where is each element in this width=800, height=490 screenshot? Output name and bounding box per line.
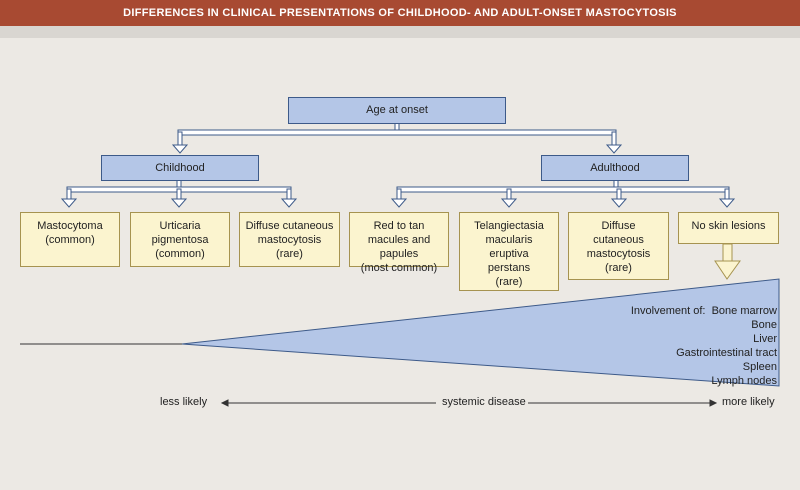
adulthood-node: Adulthood [541, 155, 689, 181]
connector-root [172, 122, 622, 154]
axis-arrows [220, 399, 718, 407]
involvement-list: Involvement of: Bone marrow Bone Liver G… [557, 304, 777, 388]
childhood-item-urticaria: Urticaria pigmentosa (common) [130, 212, 230, 267]
adulthood-item-red-tan: Red to tan macules and papules (most com… [349, 212, 449, 274]
systemic-wedge [181, 278, 780, 387]
axis-center-label: systemic disease [442, 396, 526, 408]
root-node: Age at onset [288, 97, 506, 124]
organ-liver: Liver [753, 333, 777, 345]
organ-gi-tract: Gastrointestinal tract [676, 347, 777, 359]
axis-right-label: more likely [722, 396, 775, 408]
connector-childhood [61, 179, 297, 208]
adulthood-item-telangiectasia: Telangiectasia macularis eruptiva persta… [459, 212, 559, 291]
organ-bone: Bone [751, 319, 777, 331]
childhood-item-mastocytoma: Mastocytoma (common) [20, 212, 120, 267]
adulthood-item-diffuse: Diffuse cutaneous mastocytosis (rare) [568, 212, 669, 280]
involvement-row-1: Involvement of: Bone marrow [557, 304, 777, 318]
organ-spleen: Spleen [742, 361, 777, 373]
organ-lymph-nodes: Lymph nodes [711, 375, 777, 387]
axis-left-label: less likely [160, 396, 208, 408]
title-underline [0, 26, 800, 38]
adulthood-item-no-lesions: No skin lesions [678, 212, 779, 244]
connector-adulthood [391, 179, 735, 208]
childhood-node: Childhood [101, 155, 259, 181]
involvement-heading: Involvement of: [630, 305, 706, 317]
no-lesions-arrow [714, 243, 741, 280]
childhood-item-diffuse: Diffuse cutaneous mastocytosis (rare) [239, 212, 340, 267]
figure-title: DIFFERENCES IN CLINICAL PRESENTATIONS OF… [0, 0, 800, 26]
organ-bone-marrow: Bone marrow [711, 305, 777, 317]
